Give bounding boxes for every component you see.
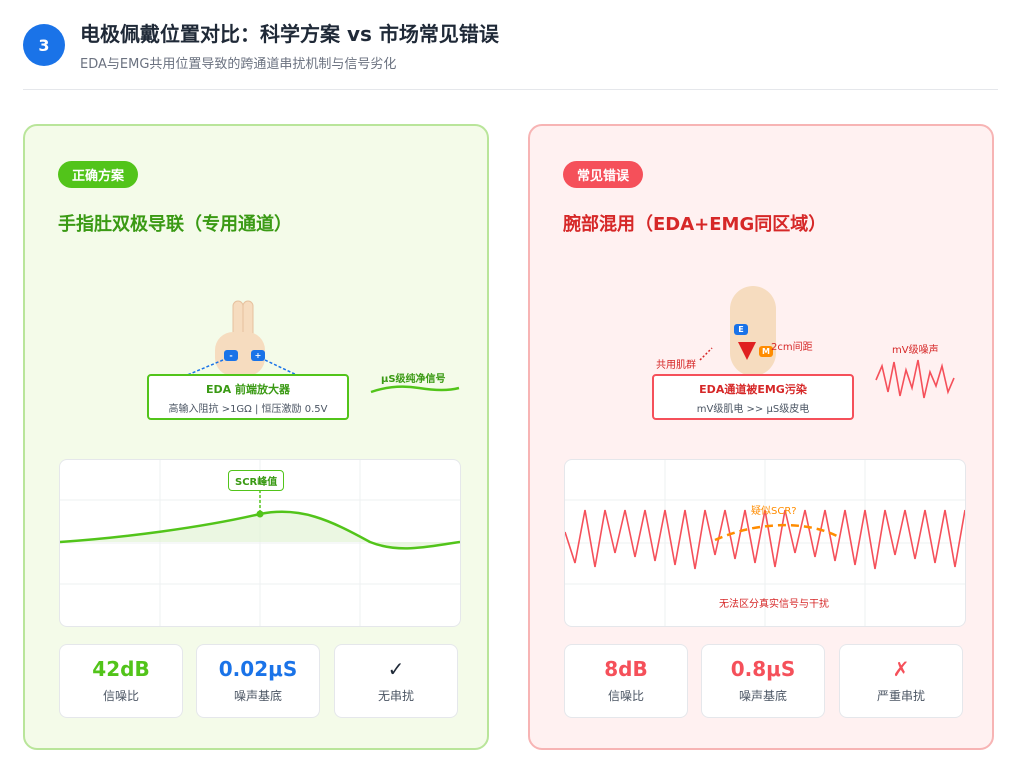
stat-crosstalk: ✓ 无串扰 — [334, 644, 458, 718]
scr-area — [60, 511, 460, 549]
shared-muscle-label: 共用肌群 — [656, 360, 696, 371]
correct-scheme-panel: 正确方案 手指肚双极导联（专用通道） - + EDA 前端放大器 高输入阻抗 >… — [23, 124, 489, 750]
check-icon: ✓ — [387, 657, 405, 681]
suspect-scr-label: 疑似SCR? — [751, 506, 797, 517]
eda-contaminated-box: EDA通道被EMG污染 mV级肌电 >> μS级皮电 — [652, 374, 854, 420]
step-badge: 3 — [23, 24, 65, 66]
page-subtitle: EDA与EMG共用位置导致的跨通道串扰机制与信号劣化 — [80, 57, 397, 72]
stat-noise-value: 0.8μS — [730, 657, 796, 681]
pure-signal-wave — [370, 385, 460, 394]
stat-snr: 8dB 信噪比 — [564, 644, 688, 718]
stat-snr-label: 信噪比 — [102, 689, 139, 703]
stat-snr-value: 8dB — [604, 657, 648, 681]
error-panel-title: 腕部混用（EDA+EMG同区域） — [563, 214, 827, 235]
amplifier-spec: 高输入阻抗 >1GΩ | 恒压激励 0.5V — [168, 404, 328, 415]
electrode-negative: - — [224, 350, 238, 361]
electrode-eda: E — [734, 324, 748, 335]
page-title: 电极佩戴位置对比：科学方案 vs 市场常见错误 — [80, 22, 499, 46]
stat-crosstalk-label: 无串扰 — [377, 689, 414, 703]
contaminated-sub: mV级肌电 >> μS级皮电 — [696, 404, 810, 415]
lead-wires — [184, 359, 300, 377]
stat-noise-value: 0.02μS — [218, 657, 298, 681]
electrode-emg: M — [759, 346, 773, 357]
eda-amplifier-box: EDA 前端放大器 高输入阻抗 >1GΩ | 恒压激励 0.5V — [147, 374, 349, 420]
correct-panel-title: 手指肚双极导联（专用通道） — [58, 214, 292, 235]
stat-snr-label: 信噪比 — [607, 689, 644, 703]
noisy-signal-chart: 疑似SCR? 无法区分真实信号与干扰 — [564, 459, 966, 627]
clean-signal-line — [60, 510, 460, 550]
warning-triangle-icon — [738, 342, 756, 360]
mv-noise-wave — [875, 359, 955, 399]
correct-tag: 正确方案 — [58, 161, 139, 188]
stat-noise-label: 噪声基底 — [738, 689, 787, 703]
electrode-positive: + — [251, 350, 265, 361]
stat-snr-value: 42dB — [92, 657, 150, 681]
mv-noise-label: mV级噪声 — [892, 345, 939, 356]
muscle-pointer — [699, 347, 713, 361]
header-divider — [23, 89, 998, 90]
stat-crosstalk: ✗ 严重串扰 — [839, 644, 963, 718]
indistinguishable-label: 无法区分真实信号与干扰 — [719, 599, 829, 610]
scr-peak-label: SCR峰值 — [228, 470, 285, 491]
stat-crosstalk-label: 严重串扰 — [876, 689, 925, 703]
noisy-signal-line — [565, 509, 965, 570]
stat-noise-label: 噪声基底 — [233, 689, 282, 703]
common-error-panel: 常见错误 腕部混用（EDA+EMG同区域） E M 2cm间距 共用肌群 EDA… — [528, 124, 994, 750]
hand-icon — [215, 300, 265, 376]
contaminated-title: EDA通道被EMG污染 — [699, 383, 807, 396]
suspect-scr-curve — [714, 523, 838, 542]
stat-noise-floor: 0.8μS 噪声基底 — [701, 644, 825, 718]
cross-icon: ✗ — [892, 657, 910, 681]
amplifier-title: EDA 前端放大器 — [206, 383, 290, 396]
stat-noise-floor: 0.02μS 噪声基底 — [196, 644, 320, 718]
pure-signal-label: μS级纯净信号 — [381, 374, 446, 385]
stat-snr: 42dB 信噪比 — [59, 644, 183, 718]
peak-point — [256, 510, 264, 518]
spacing-label: 2cm间距 — [771, 342, 813, 353]
clean-signal-chart: SCR峰值 — [59, 459, 461, 627]
error-tag: 常见错误 — [563, 161, 644, 188]
